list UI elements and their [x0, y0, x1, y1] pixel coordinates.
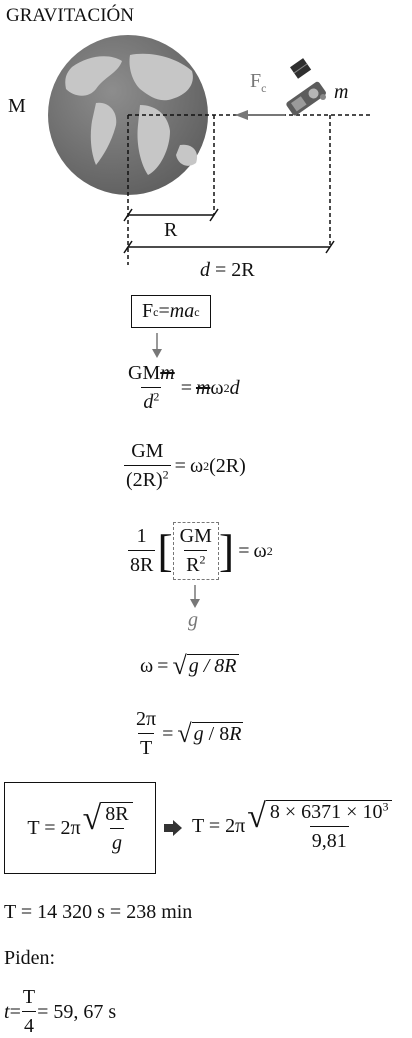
satellite-mass-label: m: [334, 81, 349, 103]
piden-label: Piden:: [4, 947, 56, 969]
substitution-arrow: [152, 333, 162, 358]
earth-mass-label: M: [8, 95, 26, 117]
period-result: T = 14 320 s = 238 min: [4, 901, 193, 923]
final-answer: t = T 4 = 59, 67 s: [4, 986, 117, 1037]
force-arrow: [235, 110, 285, 120]
gravitation-diagram: [48, 35, 370, 265]
period-numeric: T = 2π √ 8 × 6371 × 103 9,81: [192, 800, 393, 853]
equation-period: 2π T = √g / 8R: [136, 708, 244, 759]
equation-omega: ω = √g / 8R: [140, 651, 239, 680]
implies-arrow-icon: [164, 820, 182, 836]
gravity-group-box: GM R2: [172, 522, 219, 580]
satellite-icon: [286, 58, 326, 116]
distance-label: d = 2R: [200, 259, 255, 281]
gravity-arrow: [190, 585, 200, 608]
page-title: GRAVITACIÓN: [6, 5, 134, 26]
gravity-label: g: [188, 609, 198, 631]
radius-label: R: [164, 219, 178, 241]
force-label: Fc: [250, 70, 267, 95]
